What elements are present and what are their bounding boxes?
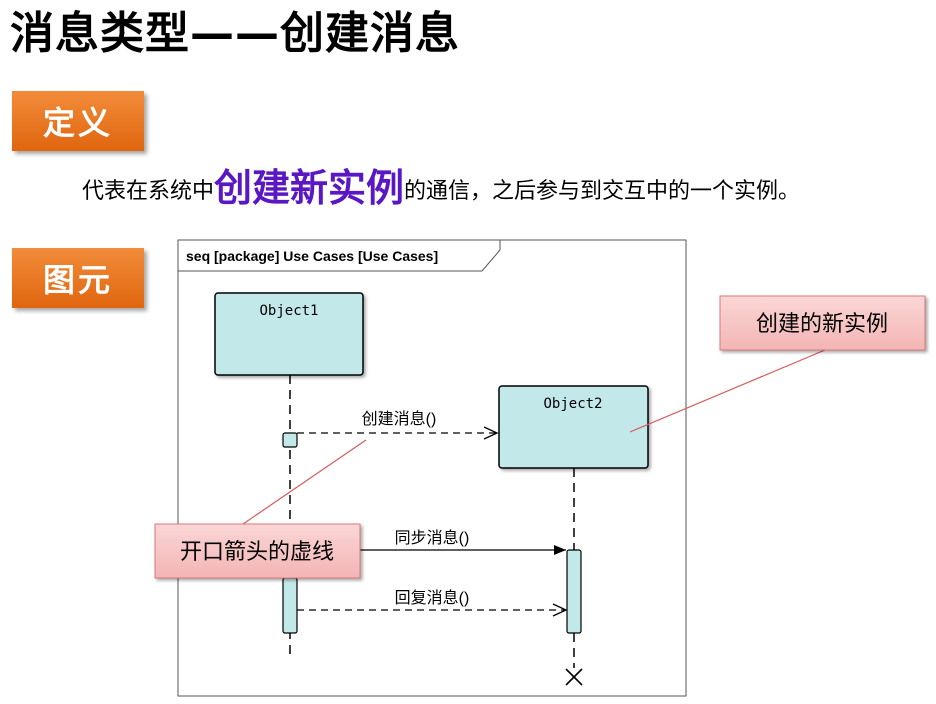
object2-destroy-mark: [565, 668, 583, 686]
definition-highlight: 创建新实例: [214, 166, 405, 210]
frame-label: seq [package] Use Cases [Use Cases]: [186, 248, 438, 264]
object2-label: Object2: [543, 396, 602, 412]
sync-message-arrowhead: [554, 545, 566, 555]
object2-box: [498, 385, 649, 469]
object2-activation: [566, 549, 582, 634]
callout-dashed-arrow-text: 开口箭头的虚线: [180, 539, 334, 564]
callout-new-instance-text: 创建的新实例: [756, 311, 888, 336]
reply-message-arrowhead: [552, 603, 568, 617]
definition-text-before: 代表在系统中: [82, 179, 215, 204]
object1-create-marker: [282, 432, 298, 448]
create-message-label: 创建消息(): [362, 410, 437, 428]
callout-dashed-arrow-connector: [242, 439, 367, 525]
frame-label-pentagon: [177, 239, 501, 272]
callout-dashed-arrow-box: [154, 523, 361, 579]
sync-message-label: 同步消息(): [395, 529, 470, 547]
definition-text-after: 的通信，之后参与到交互中的一个实例。: [404, 179, 801, 204]
page-title: 消息类型——创建消息: [10, 8, 460, 59]
callout-new-instance-connector: [629, 349, 826, 433]
create-message-arrowhead: [483, 426, 499, 440]
reply-message-label: 回复消息(): [395, 589, 470, 607]
object1-activation: [282, 577, 298, 634]
element-tag: 图元: [12, 248, 144, 308]
definition-text: 代表在系统中创建新实例的通信，之后参与到交互中的一个实例。: [82, 166, 800, 214]
object1-label: Object1: [259, 303, 318, 319]
object1-box: [214, 292, 364, 376]
callout-new-instance-box: [719, 295, 926, 351]
definition-tag: 定义: [12, 91, 144, 151]
